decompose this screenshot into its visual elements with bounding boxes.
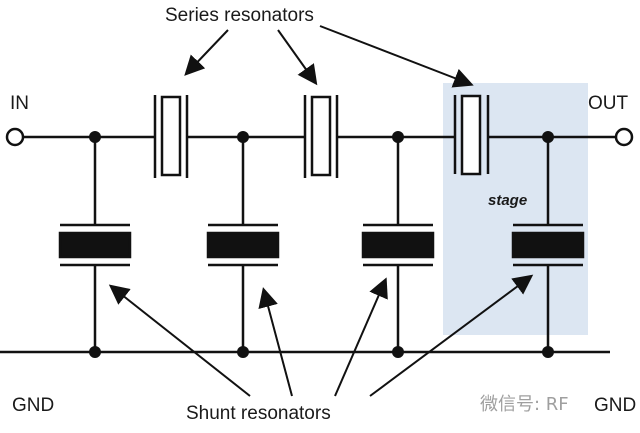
series-resonator-1 — [153, 95, 189, 178]
input-label: IN — [10, 93, 29, 114]
ground-label-left: GND — [12, 395, 55, 416]
ground-label-right: GND — [594, 395, 637, 416]
watermark: 微信号: RF — [480, 394, 569, 415]
shunt-resonator-3 — [361, 223, 435, 267]
shunt-resonator-4 — [511, 223, 585, 267]
series-resonator-3 — [453, 94, 490, 176]
input-terminal — [5, 127, 25, 147]
output-terminal — [614, 127, 634, 147]
series-resonator-2 — [303, 95, 339, 178]
stage-label: stage — [488, 192, 528, 209]
output-label: OUT — [588, 93, 629, 114]
shunt-resonator-1 — [58, 223, 132, 267]
pointer-arrows — [108, 25, 534, 397]
shunt-resonator-2 — [206, 223, 280, 267]
series-resonators-label: Series resonators — [165, 5, 314, 26]
shunt-resonators-label: Shunt resonators — [186, 403, 331, 424]
